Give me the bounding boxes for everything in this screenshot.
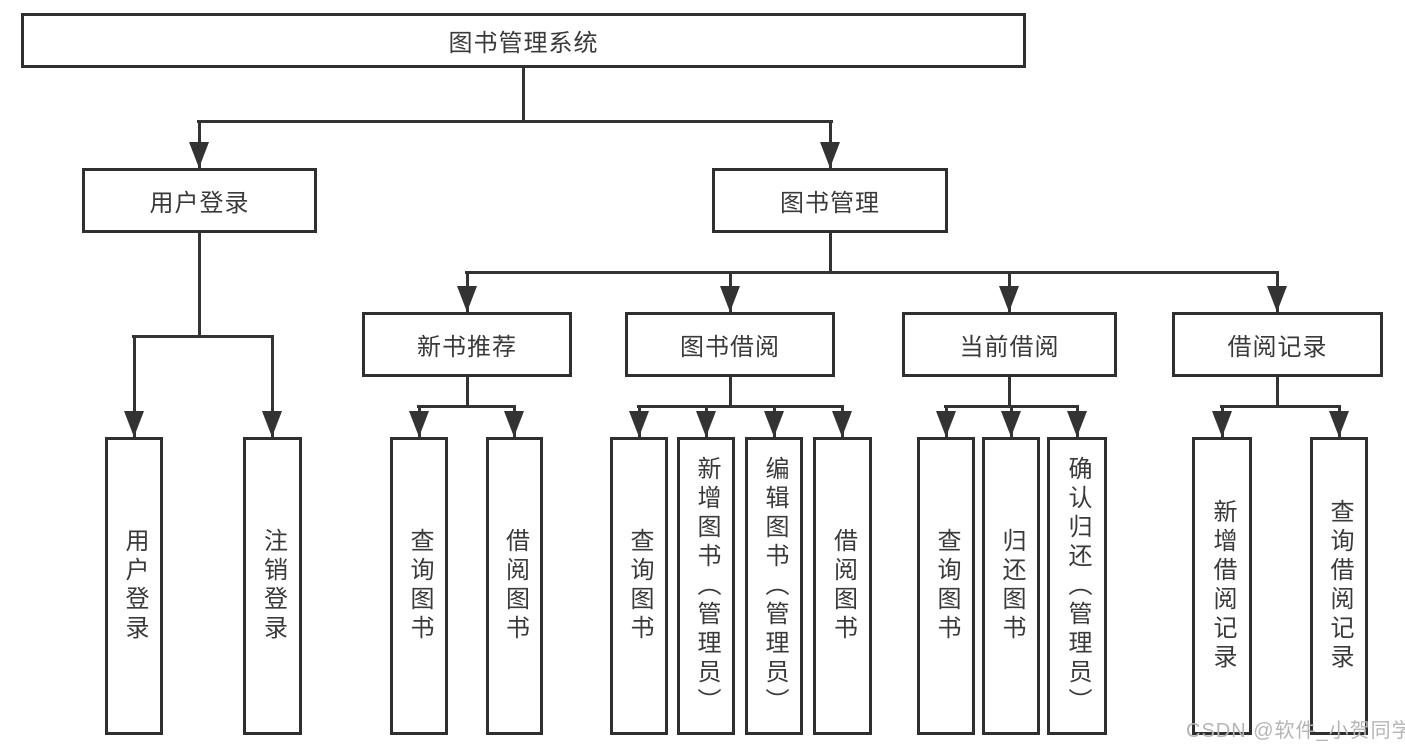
node-label: 新书推荐	[417, 334, 517, 361]
connector-user-login-stub	[198, 233, 201, 335]
node-label: 新增借阅记录	[1209, 499, 1236, 673]
arrow-down-icon	[629, 411, 649, 437]
node-label: 确认归还（管理员）	[1064, 455, 1091, 717]
node-new-book-recommend: 新书推荐	[362, 312, 572, 377]
node-library-management-system: 图书管理系统	[21, 13, 1026, 68]
node-label: 注销登录	[259, 528, 287, 644]
connector-borrow-records-rail	[1220, 405, 1341, 408]
arrow-down-icon	[262, 411, 282, 437]
node-label: 图书借阅	[680, 334, 780, 361]
node-label: 新增图书（管理员）	[693, 455, 720, 717]
arrow-down-icon	[1329, 411, 1349, 437]
connector-new-books-rail	[417, 405, 516, 408]
leaf-query-books-recommend: 查询图书	[390, 437, 448, 735]
leaf-borrow-books-borrowing: 借阅图书	[813, 437, 872, 735]
arrow-down-icon	[504, 411, 524, 437]
connector-book-borrow-stub	[729, 377, 732, 405]
node-book-borrowing: 图书借阅	[625, 312, 835, 377]
node-book-management: 图书管理	[712, 168, 948, 233]
arrow-down-icon	[696, 411, 716, 437]
node-current-borrowing: 当前借阅	[902, 312, 1117, 377]
node-borrow-records: 借阅记录	[1172, 312, 1383, 377]
connector-level3-rail	[465, 271, 1279, 274]
connector-to-leaf-login	[133, 335, 136, 437]
node-label: 借阅图书	[829, 528, 857, 644]
leaf-query-books-borrowing: 查询图书	[610, 437, 668, 735]
arrow-down-icon	[409, 411, 429, 437]
node-label: 当前借阅	[959, 334, 1060, 361]
connector-book-borrow-rail	[637, 405, 844, 408]
leaf-query-books-current: 查询图书	[917, 437, 975, 735]
connector-borrow-records-stub	[1276, 377, 1279, 405]
node-label: 用户登录	[121, 528, 148, 644]
leaf-confirm-return-admin: 确认归还（管理员）	[1047, 437, 1107, 735]
node-label: 借阅记录	[1227, 334, 1328, 361]
leaf-add-borrow-record: 新增借阅记录	[1192, 437, 1252, 735]
connector-user-login-rail	[132, 335, 274, 338]
leaf-logout-login: 注销登录	[243, 437, 302, 735]
arrow-down-icon	[936, 411, 956, 437]
arrow-down-icon	[1067, 411, 1087, 437]
leaf-user-login: 用户登录	[105, 437, 163, 735]
node-label: 查询借阅记录	[1326, 499, 1353, 673]
connector-title-stub	[522, 68, 525, 120]
node-label: 借阅图书	[501, 528, 529, 644]
node-label: 编辑图书（管理员）	[761, 455, 788, 717]
arrow-down-icon	[764, 411, 784, 437]
connector-book-mgmt-stub	[829, 233, 832, 271]
connector-new-books-stub	[466, 377, 469, 405]
leaf-return-books: 归还图书	[982, 437, 1040, 735]
node-label: 归还图书	[998, 528, 1025, 644]
arrow-down-icon	[189, 142, 209, 168]
leaf-query-borrow-record: 查询借阅记录	[1310, 437, 1368, 735]
node-label: 图书管理系统	[448, 30, 599, 57]
node-user-login: 用户登录	[82, 168, 317, 233]
node-label: 查询图书	[626, 528, 653, 644]
arrow-down-icon	[832, 411, 852, 437]
connector-level2-rail	[197, 120, 833, 123]
leaf-edit-books-admin: 编辑图书（管理员）	[745, 437, 803, 735]
arrow-down-icon	[820, 142, 840, 168]
node-label: 查询图书	[406, 528, 433, 644]
csdn-watermark: CSDN @软件_小贺同学	[1186, 720, 1405, 742]
leaf-borrow-books-recommend: 借阅图书	[486, 437, 543, 735]
node-label: 查询图书	[933, 528, 960, 644]
leaf-add-books-admin: 新增图书（管理员）	[677, 437, 735, 735]
arrow-down-icon	[1267, 286, 1287, 312]
arrow-down-icon	[1212, 411, 1232, 437]
arrow-down-icon	[999, 286, 1019, 312]
arrow-down-icon	[457, 286, 477, 312]
node-label: 图书管理	[780, 190, 880, 217]
node-label: 用户登录	[149, 190, 250, 217]
connector-to-leaf-logout	[271, 335, 274, 437]
arrow-down-icon	[720, 286, 740, 312]
arrow-down-icon	[1001, 411, 1021, 437]
arrow-down-icon	[124, 411, 144, 437]
connector-current-borrow-stub	[1008, 377, 1011, 405]
